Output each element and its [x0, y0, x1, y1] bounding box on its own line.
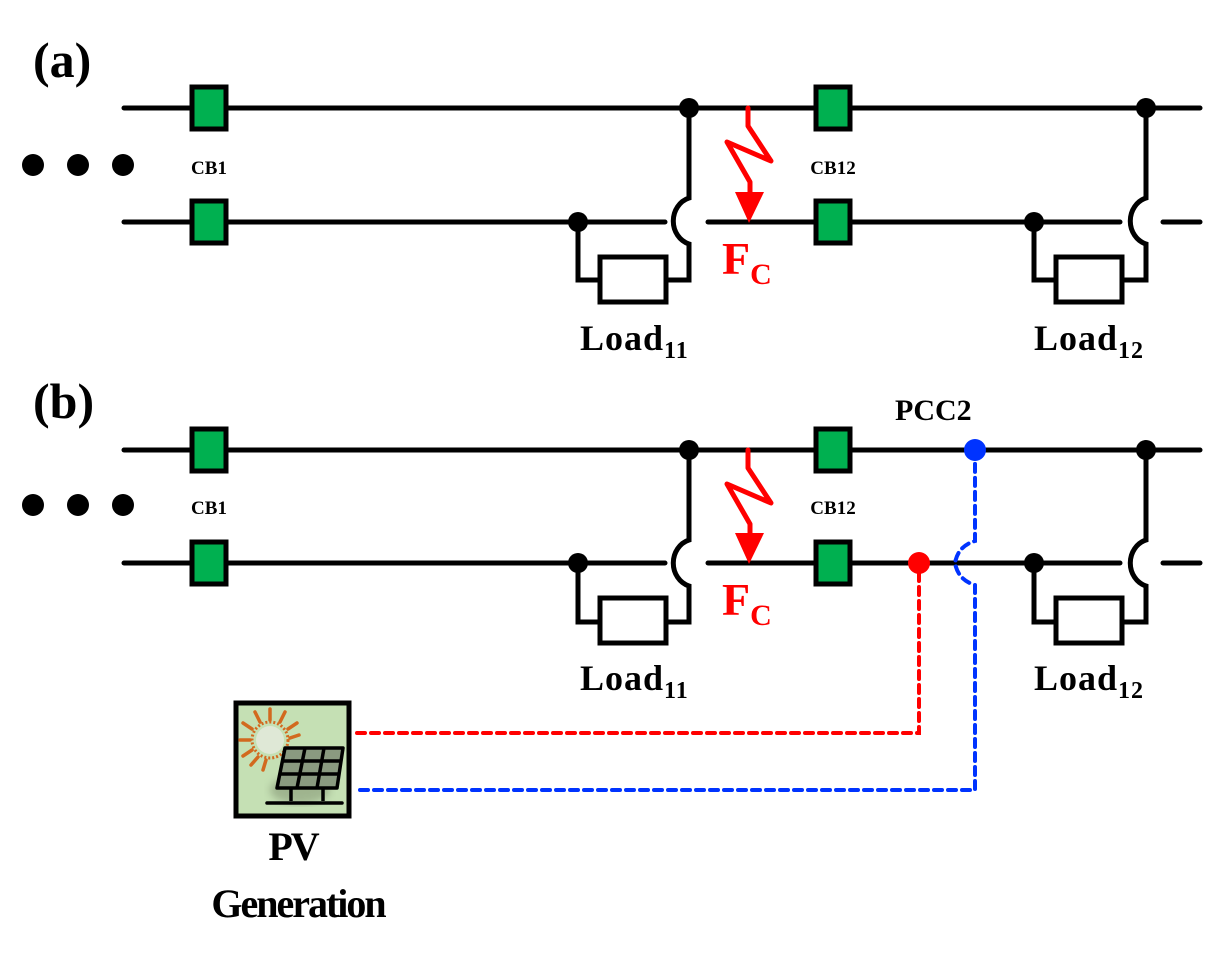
cb1-label: CB1	[191, 498, 227, 519]
cb12-label: CB12	[810, 498, 855, 519]
load-11-label: Load11	[580, 318, 689, 364]
circuit-breaker-cb1-top[interactable]	[189, 84, 229, 132]
fault-label: FC	[722, 574, 772, 632]
pcc2-label: PCC2	[895, 394, 972, 427]
load-12-resistor	[1053, 595, 1125, 646]
panel-label-b: (b)	[33, 373, 94, 429]
circuit-breaker-cb12-bottom[interactable]	[813, 198, 853, 246]
fault-symbol: FC	[722, 105, 774, 291]
load-12-resistor	[1053, 254, 1125, 305]
sun-icon	[238, 707, 301, 772]
circuit-breaker-cb1-top[interactable]	[189, 426, 229, 474]
lightning-bolt-icon	[724, 447, 774, 545]
pv-generation[interactable]: PV Generation	[211, 700, 388, 926]
load-11-label: Load11	[580, 658, 689, 704]
panel-b: (b) CB1 CB12 Load11	[22, 373, 1203, 926]
continuation-dots	[22, 154, 134, 176]
panel-label-a: (a)	[33, 32, 91, 88]
pv-connection-blue	[358, 450, 977, 792]
cb12-label: CB12	[810, 158, 855, 179]
load-12: Load12	[1024, 98, 1156, 364]
circuit-breaker-cb12-top[interactable]	[813, 84, 853, 132]
load-11-resistor	[597, 254, 669, 305]
panel-a: (a) CB1 CB12 Load11	[22, 32, 1203, 364]
circuit-breaker-cb12-bottom[interactable]	[813, 539, 853, 587]
pcc2-node-blue[interactable]	[964, 439, 986, 461]
circuit-breaker-cb12-top[interactable]	[813, 426, 853, 474]
pv-label-line2: Generation	[211, 881, 386, 926]
circuit-breaker-cb1-bottom[interactable]	[189, 198, 229, 246]
load-12: Load12	[1024, 440, 1156, 704]
pcc-node-red[interactable]	[908, 552, 930, 574]
cb1-label: CB1	[191, 158, 227, 179]
load-11-resistor	[597, 595, 669, 646]
load-11: Load11	[568, 440, 699, 704]
load-11: Load11	[568, 98, 699, 364]
continuation-dots	[22, 494, 134, 516]
fault-label: FC	[722, 233, 772, 291]
load-12-label: Load12	[1034, 658, 1144, 704]
lightning-bolt-icon	[724, 105, 774, 203]
fault-arrow-icon	[735, 533, 764, 564]
pv-connection-red	[355, 564, 921, 735]
load-12-label: Load12	[1034, 318, 1144, 364]
fault-arrow-icon	[735, 192, 764, 223]
circuit-breaker-cb1-bottom[interactable]	[189, 539, 229, 587]
fault-symbol: FC	[722, 447, 774, 632]
pv-label-line1: PV	[268, 824, 319, 869]
solar-panel-icon	[265, 746, 345, 805]
